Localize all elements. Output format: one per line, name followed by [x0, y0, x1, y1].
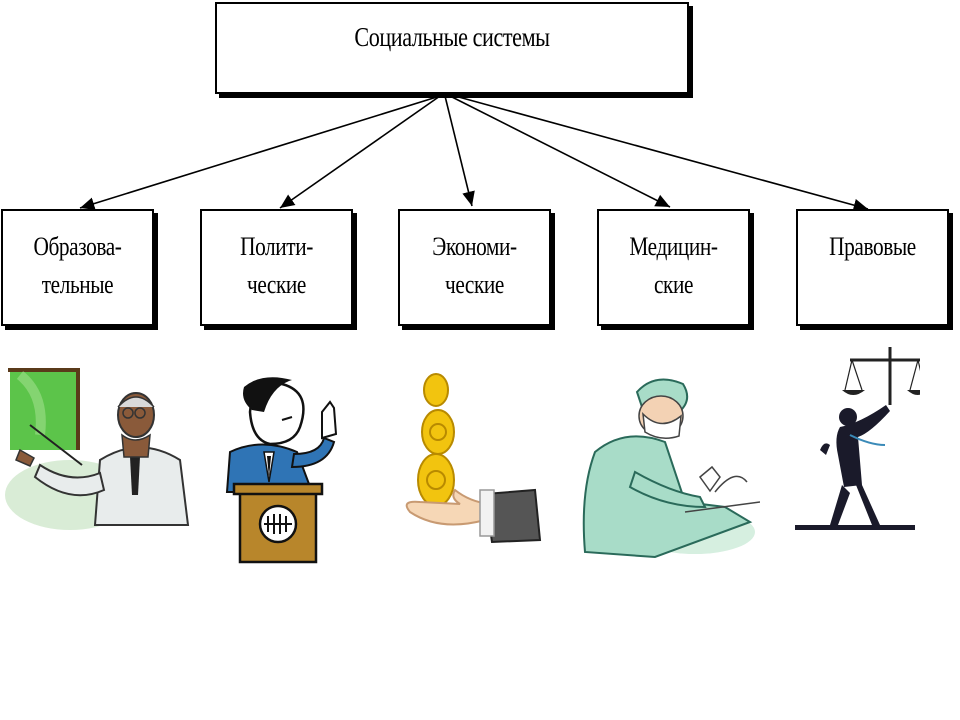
surgeon-illustration — [582, 378, 760, 559]
node-educational: Образова- тельные — [1, 209, 154, 326]
arrow-to-economic — [444, 95, 475, 207]
node-educational-label: Образова- тельные — [33, 232, 122, 299]
node-economic-label: Экономи- ческие — [432, 232, 517, 299]
arrow-to-medical — [449, 95, 671, 208]
node-medical-label: Медицин- ские — [629, 232, 718, 299]
node-legal: Правовые — [796, 209, 949, 326]
node-legal-label: Правовые — [829, 232, 916, 261]
coins-hand-illustration — [405, 373, 542, 544]
arrow-to-education — [79, 95, 441, 210]
node-political-label: Полити- ческие — [240, 232, 313, 299]
node-economic: Экономи- ческие — [398, 209, 551, 326]
root-node-social-systems: Социальные системы — [215, 2, 689, 94]
node-medical: Медицин- ские — [597, 209, 750, 326]
root-node-label: Социальные системы — [354, 22, 550, 52]
teacher-pointer-illustration — [5, 368, 190, 530]
politician-podium-illustration — [225, 377, 338, 564]
node-political: Полити- ческие — [200, 209, 353, 326]
arrow-to-legal — [454, 95, 869, 212]
arrow-to-political — [279, 95, 441, 209]
lady-justice-scales-illustration — [795, 347, 920, 530]
